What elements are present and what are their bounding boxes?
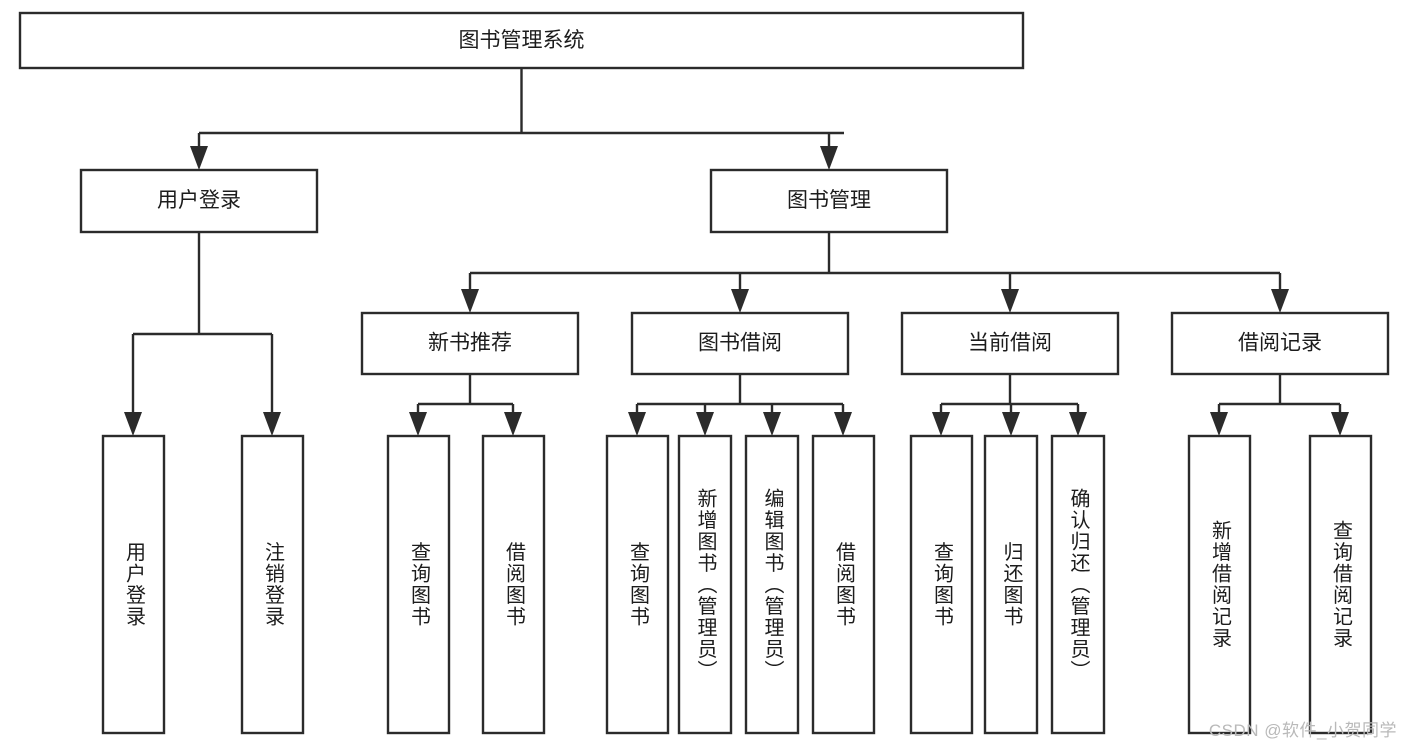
node-leaf-user-login-box[interactable] <box>101 434 166 735</box>
node-book-borrow-box[interactable] <box>630 311 850 376</box>
node-leaf-borrow-book-rec-label: 借阅图书 <box>503 541 526 627</box>
node-leaf-borrow-book-box[interactable] <box>811 434 876 735</box>
arrow-head-icon <box>628 412 646 436</box>
node-leaf-confirm-return[interactable]: 确认归还（管理员） <box>1050 434 1106 735</box>
node-book-management-label: 图书管理 <box>787 189 871 212</box>
node-leaf-query-book-rec-label: 查询图书 <box>408 541 431 627</box>
node-leaf-query-book-current-box[interactable] <box>909 434 974 735</box>
node-leaf-query-book-current-label: 查询图书 <box>931 541 954 627</box>
arrow-head-icon <box>1002 412 1020 436</box>
node-current-borrow[interactable]: 当前借阅 <box>900 311 1120 376</box>
node-leaf-return-book-box[interactable] <box>983 434 1039 735</box>
node-leaf-logout-label: 注销登录 <box>262 541 285 627</box>
node-leaf-add-book-box[interactable] <box>677 434 733 735</box>
arrow-head-icon <box>932 412 950 436</box>
node-user-login-box[interactable] <box>79 168 319 234</box>
node-leaf-query-record[interactable]: 查询借阅记录 <box>1308 434 1373 735</box>
arrow-head-icon <box>1069 412 1087 436</box>
node-leaf-add-record[interactable]: 新增借阅记录 <box>1187 434 1252 735</box>
node-leaf-add-record-label: 新增借阅记录 <box>1209 520 1232 649</box>
node-book-borrow[interactable]: 图书借阅 <box>630 311 850 376</box>
arrow-head-icon <box>731 289 749 313</box>
node-leaf-query-book-current[interactable]: 查询图书 <box>909 434 974 735</box>
arrow-head-icon <box>461 289 479 313</box>
node-leaf-query-book-borrow-box[interactable] <box>605 434 670 735</box>
node-borrow-record[interactable]: 借阅记录 <box>1170 311 1390 376</box>
node-leaf-query-record-label: 查询借阅记录 <box>1330 520 1353 649</box>
node-leaf-borrow-book-rec[interactable]: 借阅图书 <box>481 434 546 735</box>
connector-newbook-to-leaves <box>409 374 522 436</box>
connector-borrowrecord-to-leaves <box>1210 374 1349 436</box>
node-new-book-recommend[interactable]: 新书推荐 <box>360 311 580 376</box>
connector-currentborrow-to-leaves <box>932 374 1087 436</box>
arrow-head-icon <box>834 412 852 436</box>
node-book-borrow-label: 图书借阅 <box>698 332 782 355</box>
node-new-book-recommend-label: 新书推荐 <box>428 332 512 355</box>
node-leaf-add-record-box[interactable] <box>1187 434 1252 735</box>
node-leaf-query-book-rec[interactable]: 查询图书 <box>386 434 451 735</box>
node-leaf-logout-box[interactable] <box>240 434 305 735</box>
node-leaf-borrow-book-rec-box[interactable] <box>481 434 546 735</box>
connector-userlogin-to-leaves <box>124 232 281 436</box>
node-leaf-query-book-borrow[interactable]: 查询图书 <box>605 434 670 735</box>
node-borrow-record-box[interactable] <box>1170 311 1390 376</box>
arrow-head-icon <box>504 412 522 436</box>
node-leaf-edit-book[interactable]: 编辑图书（管理员） <box>744 434 800 735</box>
node-leaf-borrow-book[interactable]: 借阅图书 <box>811 434 876 735</box>
node-leaf-borrow-book-label: 借阅图书 <box>833 541 856 627</box>
node-root-label: 图书管理系统 <box>459 29 585 52</box>
node-leaf-confirm-return-box[interactable] <box>1050 434 1106 735</box>
node-leaf-add-book-label: 新增图书（管理员） <box>694 487 717 681</box>
arrow-head-icon <box>1331 412 1349 436</box>
node-leaf-return-book[interactable]: 归还图书 <box>983 434 1039 735</box>
node-leaf-user-login[interactable]: 用户登录 <box>101 434 166 735</box>
arrow-head-icon <box>696 412 714 436</box>
node-root[interactable]: 图书管理系统 <box>18 11 1025 70</box>
node-leaf-edit-book-label: 编辑图书（管理员） <box>761 487 784 681</box>
node-leaf-logout[interactable]: 注销登录 <box>240 434 305 735</box>
node-current-borrow-label: 当前借阅 <box>968 332 1052 355</box>
connector-bookmgmt-to-level3 <box>461 232 1289 313</box>
node-leaf-query-book-rec-box[interactable] <box>386 434 451 735</box>
arrow-head-icon <box>1001 289 1019 313</box>
node-leaf-query-book-borrow-label: 查询图书 <box>627 541 650 627</box>
node-leaf-confirm-return-label: 确认归还（管理员） <box>1067 487 1090 681</box>
arrow-head-icon <box>1271 289 1289 313</box>
connector-root-to-level2 <box>190 68 844 170</box>
csdn-watermark: CSDN @软件_小贺同学 <box>1208 721 1397 740</box>
arrow-head-icon <box>190 146 208 170</box>
arrow-head-icon <box>409 412 427 436</box>
node-new-book-recommend-box[interactable] <box>360 311 580 376</box>
connector-bookborrow-to-leaves <box>628 374 852 436</box>
node-current-borrow-box[interactable] <box>900 311 1120 376</box>
arrow-head-icon <box>1210 412 1228 436</box>
node-leaf-return-book-label: 归还图书 <box>1000 541 1023 627</box>
node-leaf-query-record-box[interactable] <box>1308 434 1373 735</box>
node-root-box[interactable] <box>18 11 1025 70</box>
node-leaf-edit-book-box[interactable] <box>744 434 800 735</box>
arrow-head-icon <box>763 412 781 436</box>
node-leaf-add-book[interactable]: 新增图书（管理员） <box>677 434 733 735</box>
node-book-management-box[interactable] <box>709 168 949 234</box>
arrow-head-icon <box>263 412 281 436</box>
node-user-login-label: 用户登录 <box>157 189 241 212</box>
node-borrow-record-label: 借阅记录 <box>1238 332 1322 355</box>
node-book-management[interactable]: 图书管理 <box>709 168 949 234</box>
node-user-login[interactable]: 用户登录 <box>79 168 319 234</box>
arrow-head-icon <box>124 412 142 436</box>
node-leaf-user-login-label: 用户登录 <box>123 542 146 628</box>
arrow-head-icon <box>820 146 838 170</box>
